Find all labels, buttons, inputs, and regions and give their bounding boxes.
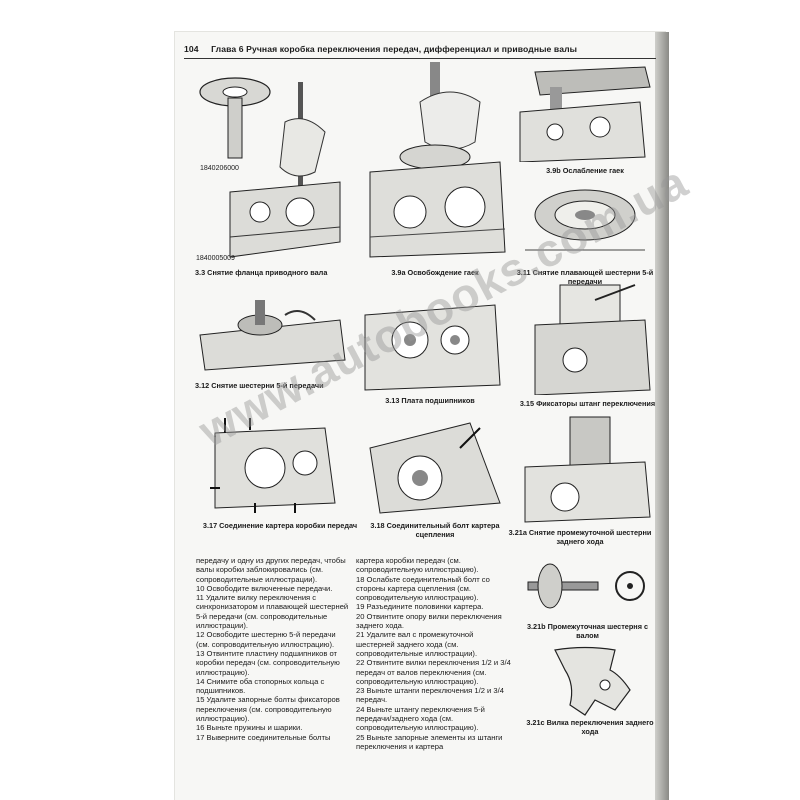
paragraph: 13 Отвинтите пластину подшипников от кор… bbox=[196, 648, 340, 677]
paragraph: 11 Удалите вилку переключения с синхрони… bbox=[196, 593, 349, 631]
figure-3-18-illustration bbox=[360, 418, 510, 518]
paragraph: 23 Выньте штанги переключения 1/2 и 3/4 … bbox=[356, 686, 504, 705]
paragraph: 17 Выверните соединительные болты bbox=[196, 732, 331, 742]
paragraph: 19 Разъедините половинки картера. bbox=[356, 602, 484, 612]
caption-3-13: 3.13 Плата подшипников bbox=[385, 396, 475, 405]
paragraph: 12 Освободите шестерню 5-й передачи (см.… bbox=[196, 630, 336, 649]
figure-3-3-illustration bbox=[190, 62, 350, 272]
paragraph: 25 Выньте запорные элементы из штанги пе… bbox=[356, 732, 503, 751]
page-number: 104 bbox=[184, 44, 199, 54]
header-rule bbox=[184, 58, 656, 59]
figure-3-11-illustration bbox=[515, 180, 655, 265]
paragraph: 24 Выньте штангу переключения 5-й переда… bbox=[356, 704, 485, 733]
figure-3-17-illustration bbox=[195, 418, 355, 518]
paragraph: 16 Выньте пружины и шарики. bbox=[196, 723, 303, 733]
paragraph: 15 Удалите запорные болты фиксаторов пер… bbox=[196, 695, 340, 724]
figure-3-12-illustration bbox=[190, 295, 350, 375]
paragraph: картера коробки передач (см. сопроводите… bbox=[356, 556, 479, 575]
caption-3-11: 3.11 Снятие плавающей шестерни 5-й перед… bbox=[516, 268, 654, 286]
paragraph: 20 Отвинтите опору вилки переключения за… bbox=[356, 611, 502, 631]
caption-3-12: 3.12 Снятие шестерни 5-й передачи bbox=[195, 381, 324, 390]
caption-3-17: 3.17 Соединение картера коробки передач bbox=[202, 521, 358, 530]
paragraph: передачу и одну из других передач, чтобы… bbox=[196, 556, 346, 584]
text-column-left: передачу и одну из других передач, чтобы… bbox=[196, 556, 351, 742]
caption-3-9a: 3.9a Освобождение гаек bbox=[391, 268, 479, 277]
caption-3-3: 3.3 Снятие фланца приводного вала bbox=[195, 268, 328, 277]
part-number-1: 1840206000 bbox=[200, 165, 239, 172]
page-header: 104 Глава 6 Ручная коробка переключения … bbox=[184, 44, 654, 58]
chapter-title: Глава 6 Ручная коробка переключения пере… bbox=[211, 44, 578, 54]
paragraph: 22 Отвинтите вилки переключения 1/2 и 3/… bbox=[356, 658, 511, 686]
paragraph: 18 Ослабьте соединительный болт со сторо… bbox=[356, 574, 490, 603]
caption-3-21a: 3.21a Снятие промежуточной шестерни задн… bbox=[508, 528, 652, 546]
caption-3-21c: 3.21c Вилка переключения заднего хода bbox=[526, 718, 654, 736]
caption-3-21b: 3.21b Промежуточная шестерня с валом bbox=[526, 622, 649, 640]
figure-3-21a-illustration bbox=[515, 412, 655, 527]
figure-3-21b-illustration bbox=[520, 560, 660, 615]
figure-3-13-illustration bbox=[355, 295, 505, 395]
page-spine-shadow bbox=[655, 32, 669, 800]
figure-3-9a-illustration bbox=[360, 62, 510, 262]
paragraph: 21 Удалите вал с промежуточной шестерней… bbox=[356, 630, 478, 658]
figure-3-9b-illustration bbox=[515, 62, 655, 162]
caption-3-18: 3.18 Соединительный болт картера сцеплен… bbox=[370, 521, 500, 539]
part-number-2: 1840005009 bbox=[196, 255, 235, 262]
figure-3-21c-illustration bbox=[545, 640, 635, 720]
caption-3-15: 3.15 Фиксаторы штанг переключения bbox=[519, 399, 656, 408]
text-column-right: картера коробки передач (см. сопроводите… bbox=[356, 556, 511, 751]
paragraph: 14 Снимите оба стопорных кольца с подшип… bbox=[196, 676, 325, 696]
caption-3-9b: 3.9b Ослабление гаек bbox=[546, 166, 624, 175]
paragraph: 10 Освободите включенные передачи. bbox=[196, 583, 333, 593]
figure-3-15-illustration bbox=[515, 280, 655, 395]
